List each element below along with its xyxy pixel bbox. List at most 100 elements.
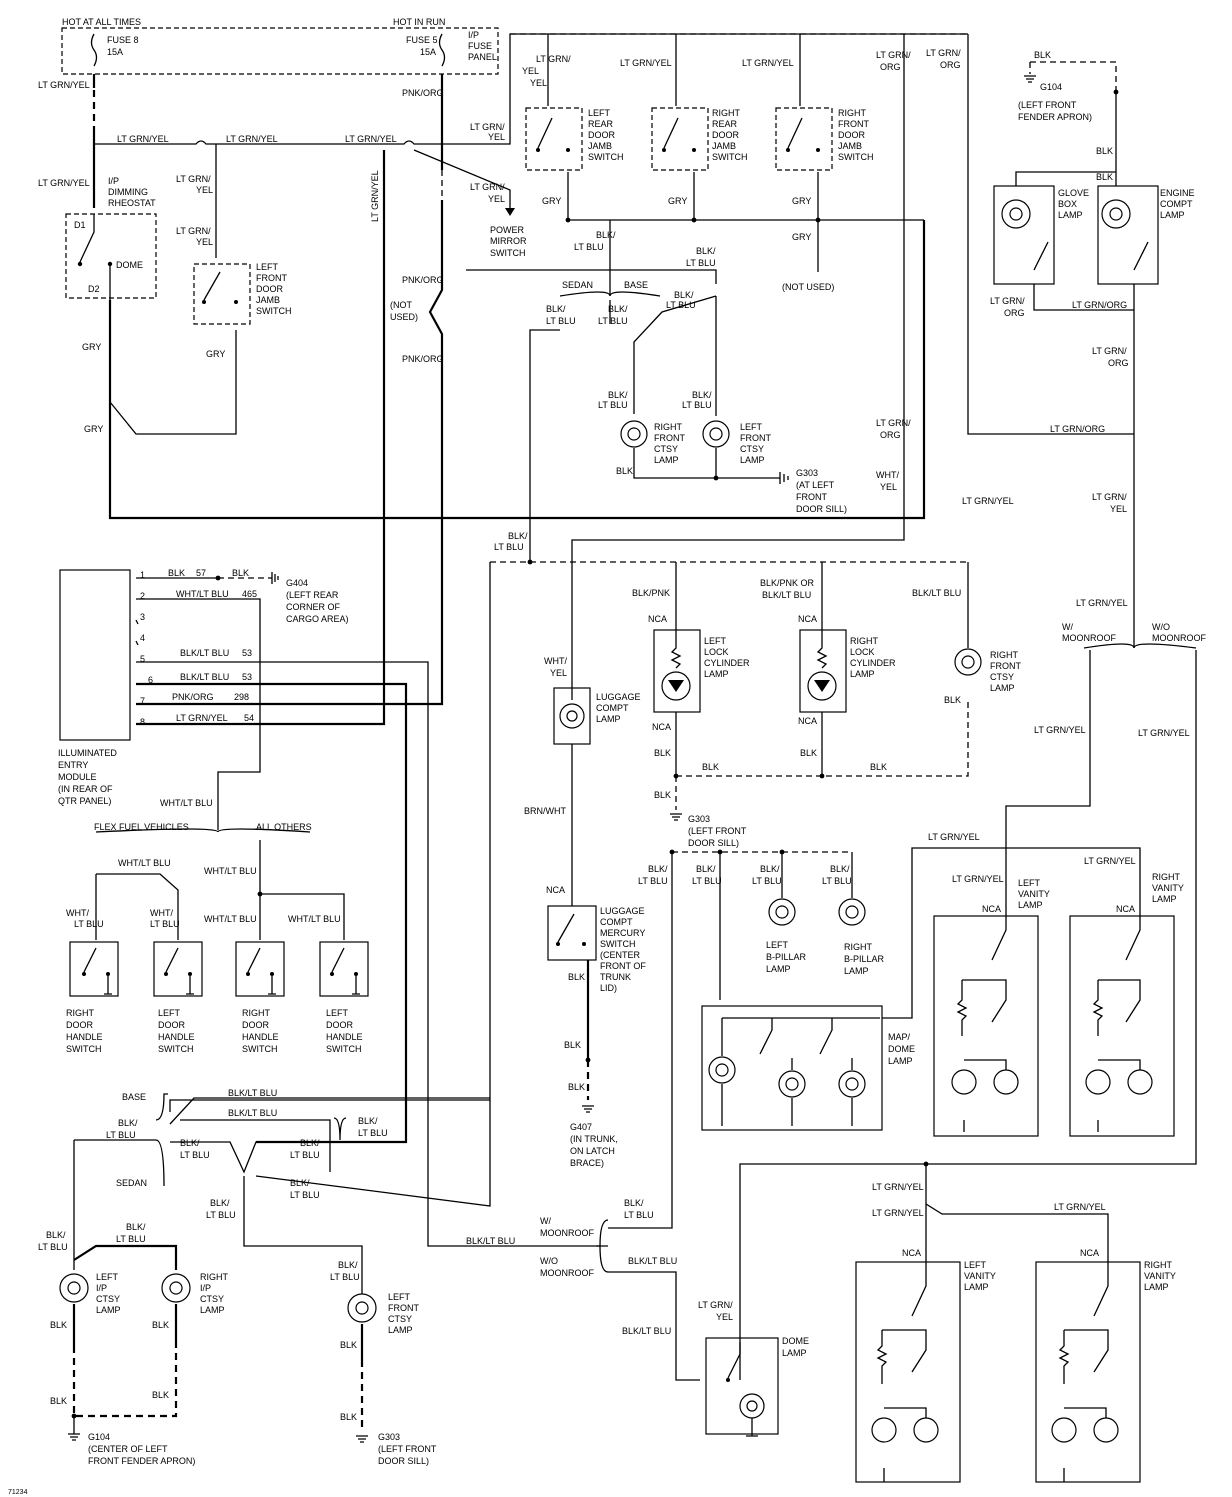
diagram-label: NCA [652,722,671,732]
diagram-label: GRY [792,232,811,242]
diagram-label: LT GRN/ [536,54,571,64]
diagram-label: NCA [902,1248,921,1258]
diagram-label: BLK [232,568,249,578]
diagram-label: WHT/LT BLU [176,589,229,599]
diagram-label: REAR [588,119,614,129]
diagram-label: QTR PANEL) [58,796,111,806]
diagram-label: BLK/LT BLU [228,1088,277,1098]
diagram-label: I/P [468,30,479,40]
diagram-label: LT GRN/YEL [370,170,380,222]
diagram-label: BLK/ [118,1118,138,1128]
diagram-label: SWITCH [600,939,636,949]
diagram-label: CYLINDER [850,658,896,668]
diagram-label: BLK [568,972,585,982]
diagram-label: WHT/ [66,908,89,918]
ip-dimming-rheostat: I/P DIMMING RHEOSTAT D1 D2 DOME [65,176,157,300]
diagram-label: FLEX FUEL VEHICLES [94,822,189,832]
diagram-label: LT BLU [494,542,524,552]
diagram-label: LT BLU [574,242,604,252]
diagram-label: RIGHT [66,1008,95,1018]
diagram-label: 57 [196,568,206,578]
diagram-label: BLK [152,1390,169,1400]
diagram-label: LT BLU [692,876,722,886]
diagram-label: 4 [140,633,145,643]
diagram-label: LT GRN/ [1092,492,1127,502]
diagram-label: BLK [1034,50,1051,60]
luggage-compt-mercury-switch: LUGGAGE COMPT MERCURY SWITCH (CENTER FRO… [547,905,646,993]
diagram-label: DOOR [66,1020,94,1030]
diagram-label: BLK/LT BLU [912,588,961,598]
diagram-label: RIGHT [242,1008,271,1018]
diagram-label: DOOR [588,130,616,140]
diagram-label: BLK [944,695,961,705]
diagram-label: 1 [140,570,145,580]
diagram-label: WHT/ [876,470,899,480]
diagram-label: WHT/ [544,656,567,666]
diagram-label: SWITCH [256,306,292,316]
diagram-label: BLK [702,762,719,772]
diagram-label: BLK/LT BLU [228,1108,277,1118]
left-front-door-jamb-switch: LT GRN/ YEL LT GRN/ YEL LEFT FRONT DOOR … [176,144,292,325]
diagram-label: NCA [798,614,817,624]
diagram-label: I/P [108,176,119,186]
g104-top: BLK G104 (LEFT FRONT FENDER APRON) [1018,50,1119,122]
diagram-label: RIGHT [990,650,1019,660]
right-front-ctsy-lamp: RIGHT FRONT CTSY LAMP [620,420,685,465]
diagram-label: (NOT USED) [782,282,834,292]
diagram-label: ORG [880,430,901,440]
diagram-label: CTSY [200,1294,224,1304]
diagram-label: LAMP [782,1348,807,1358]
diagram-label: SWITCH [712,152,748,162]
diagram-label: FENDER APRON) [1018,112,1092,122]
diagram-label: LT GRN/ [926,48,961,58]
diagram-label: FRONT [796,492,827,502]
diagram-label: WHT/LT BLU [204,866,257,876]
diagram-label: SWITCH [242,1044,278,1054]
diagram-label: MODULE [58,772,97,782]
diagram-label: NCA [798,716,817,726]
diagram-label: D2 [88,284,100,294]
diagram-label: LT BLU [38,1242,68,1252]
diagram-label: LT GRN/YEL [952,874,1004,884]
diagram-label: FRONT [740,433,771,443]
diagram-label: BLK/PNK [632,588,670,598]
diagram-label: LT GRN/YEL [1084,856,1136,866]
diagram-label: YEL [550,668,567,678]
diagram-label: BLK/ [696,246,716,256]
diagram-label: LT GRN/YEL [872,1182,924,1192]
diagram-label: BLK [870,762,887,772]
diagram-label: 5 [140,654,145,664]
diagram-label: 3 [140,612,145,622]
diagram-label: LT BLU [116,1234,146,1244]
diagram-label: LEFT [740,422,763,432]
diagram-label: W/O [1152,622,1170,632]
diagram-label: WHT/LT BLU [204,914,257,924]
diagram-label: 6 [148,675,153,685]
diagram-label: PNK/ORG [402,354,444,364]
diagram-label: LT BLU [150,919,180,929]
diagram-label: LT BLU [330,1272,360,1282]
diagram-label: G407 [570,1122,592,1132]
diagram-label: VANITY [964,1271,996,1281]
diagram-label: LEFT [158,1008,181,1018]
diagram-label: B-PILLAR [766,952,807,962]
diagram-label: LT BLU [624,1210,654,1220]
diagram-label: G104 [88,1432,110,1442]
diagram-label: LT BLU [822,876,852,886]
diagram-label: TRUNK [600,972,631,982]
diagram-label: DOME [888,1044,915,1054]
diagram-label: RIGHT [838,108,867,118]
diagram-label: RIGHT [1152,872,1181,882]
diagram-label: YEL [488,194,505,204]
diagram-label: LAMP [888,1056,913,1066]
diagram-label: BLK [340,1412,357,1422]
diagram-label: NCA [648,614,667,624]
diagram-label: VANITY [1018,889,1050,899]
diagram-label: PNK/ORG [402,275,444,285]
diagram-label: LAMP [654,455,679,465]
diagram-label: WHT/ [150,908,173,918]
diagram-label: YEL [716,1312,733,1322]
diagram-label: HANDLE [158,1032,195,1042]
diagram-label: LOCK [704,647,729,657]
diagram-label: LT BLU [74,919,104,929]
